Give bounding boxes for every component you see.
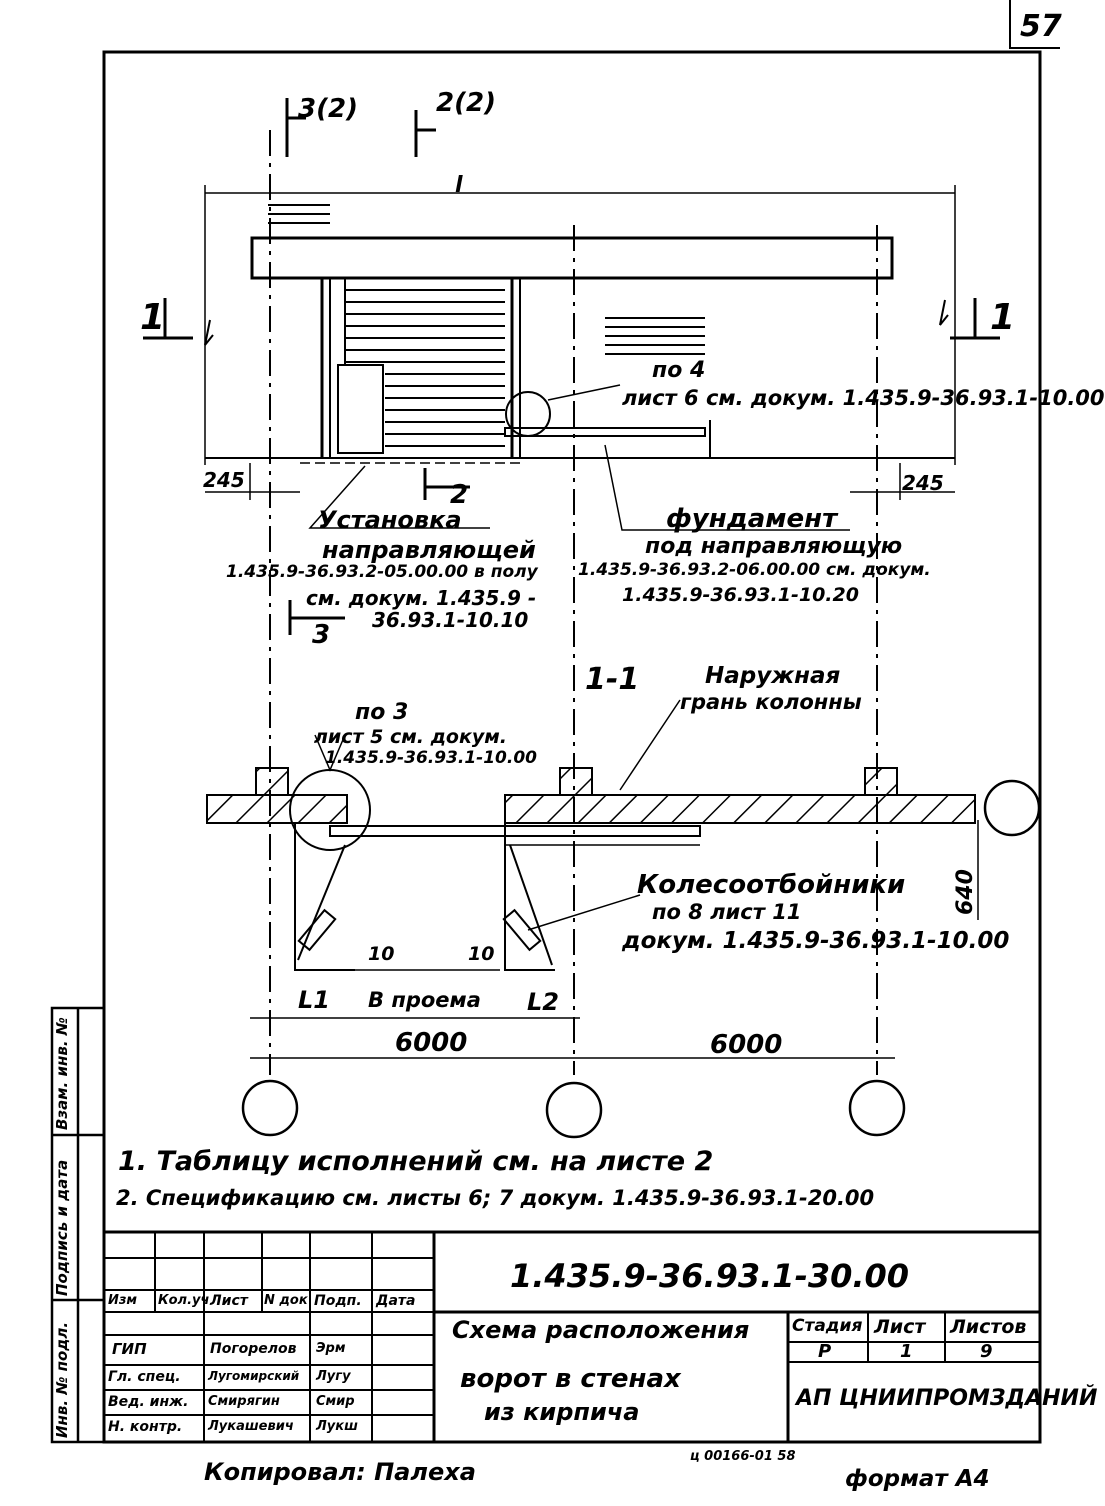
sheet-frame [102, 0, 1060, 1444]
install-line3: см. докум. 1.435.9 - [306, 586, 537, 610]
side-stamp-frame [50, 1006, 106, 1444]
title-block [104, 1230, 1040, 1442]
foundation-line3: 1.435.9-36.93.1-10.20 [622, 584, 859, 606]
install-title: Установка [318, 506, 462, 534]
format-label: формат А4 [845, 1466, 990, 1492]
install-line2: 1.435.9-36.93.2-05.00.00 в полу [226, 562, 538, 582]
role-2: Вед. инж. [108, 1394, 189, 1410]
dim-10-left: 10 [368, 943, 395, 965]
wheel-guard-line2: докум. 1.435.9-36.93.1-10.00 [622, 928, 1010, 954]
role-1: Гл. спец. [108, 1369, 181, 1385]
col-header-date: Дата [376, 1293, 416, 1309]
dim-l2: L2 [527, 988, 559, 1016]
callout-pos3-title: по 3 [355, 700, 409, 725]
name-0: Погорелов [210, 1341, 297, 1357]
dim-10-right: 10 [468, 943, 495, 965]
name-3: Лукашевич [208, 1419, 294, 1434]
section-mark-1-right: 1 [990, 297, 1016, 338]
title-line2: ворот в стенах [460, 1364, 681, 1394]
plan-view [206, 699, 979, 1059]
role-3: Н. контр. [108, 1419, 183, 1435]
callout-pos4-title: по 4 [652, 358, 706, 383]
section-mark-1-left: 1 [140, 297, 166, 338]
foundation-title: фундамент [666, 504, 838, 534]
sign-0: Эрм [316, 1341, 346, 1356]
callout-pos4-ref: лист 6 см. докум. 1.435.9-36.93.1-10.00 [622, 386, 1105, 410]
axis-lines [269, 130, 878, 1075]
col-header-sheet: Лист [210, 1293, 248, 1309]
sign-2: Смир [316, 1394, 355, 1409]
plan-section-label: 1-1 [585, 662, 640, 697]
dim-6000-left: 6000 [395, 1028, 468, 1058]
dim-opening: B проема [368, 988, 481, 1012]
sheets-value: 9 [980, 1341, 993, 1362]
title-line3: из кирпича [484, 1398, 640, 1426]
col-header-qty: Кол.уч [158, 1293, 210, 1308]
stamp-sign-date: Подпись и дата [53, 1159, 71, 1296]
foundation-line2: 1.435.9-36.93.2-06.00.00 см. докум. [578, 560, 931, 580]
page-number: 57 [1020, 9, 1062, 44]
drawing-canvas [50, 0, 1060, 1444]
section-mark-3-2: 3(2) [298, 94, 358, 124]
callout-pos3-line2: 1.435.9-36.93.1-10.00 [325, 748, 538, 768]
sheet-value: 1 [900, 1341, 913, 1362]
callout-pos3-line1: лист 5 см. докум. [314, 726, 508, 748]
section-markers-top [143, 98, 1000, 635]
outer-face-line1: Наружная [705, 663, 841, 689]
dim-6000-right: 6000 [710, 1030, 783, 1060]
wheel-guard-line1: по 8 лист 11 [652, 900, 802, 924]
dim-245-right: 245 [902, 471, 944, 495]
dimension-l-label: l [455, 173, 463, 198]
foundation-line1: под направляющую [645, 534, 903, 559]
install-line4: 36.93.1-10.10 [372, 608, 529, 632]
title-line1: Схема расположения [452, 1316, 750, 1344]
stamp-replace-inv: Взам. инв. № [53, 1017, 71, 1130]
col-header-change: Изм [108, 1293, 138, 1308]
section-mark-2-bottom: 2 [450, 480, 469, 510]
name-1: Лугомирский [208, 1369, 300, 1383]
stage-value: Р [818, 1341, 832, 1362]
axis-bubbles [241, 779, 1041, 1139]
dim-245-left: 245 [203, 468, 245, 492]
doc-code: 1.435.9-36.93.1-30.00 [510, 1257, 910, 1295]
note-1: 1. Таблицу исполнений см. на листе 2 [118, 1146, 714, 1177]
outer-face-line2: грань колонны [680, 690, 862, 714]
name-2: Смирягин [208, 1394, 280, 1409]
note-2: 2. Спецификацию см. листы 6; 7 докум. 1.… [116, 1186, 875, 1210]
role-0: ГИП [112, 1340, 147, 1358]
sign-1: Лугу [316, 1369, 351, 1384]
col-header-sign: Подп. [314, 1293, 362, 1309]
dim-l1: L1 [298, 986, 330, 1014]
wheel-guard-title: Колесоотбойники [637, 870, 906, 900]
sign-3: Лукш [316, 1419, 358, 1434]
order-code: ц 00166-01 58 [690, 1449, 796, 1464]
stamp-inv-no: Инв. № подл. [53, 1321, 71, 1438]
dimension-top [204, 185, 956, 465]
sheets-header: Листов [950, 1316, 1027, 1338]
stage-header: Стадия [792, 1316, 863, 1336]
section-mark-2-2: 2(2) [436, 88, 496, 118]
organization: АП ЦНИИПРОМЗДАНИЙ [796, 1386, 1098, 1411]
copied-by: Копировал: Палеха [204, 1458, 476, 1486]
col-header-docno: N док [264, 1293, 308, 1308]
section-mark-3-bottom: 3 [312, 620, 331, 650]
elevation-view [204, 204, 955, 531]
install-line1: направляющей [322, 536, 536, 564]
dim-640: 640 [953, 869, 978, 915]
sheet-header: Лист [874, 1316, 926, 1338]
